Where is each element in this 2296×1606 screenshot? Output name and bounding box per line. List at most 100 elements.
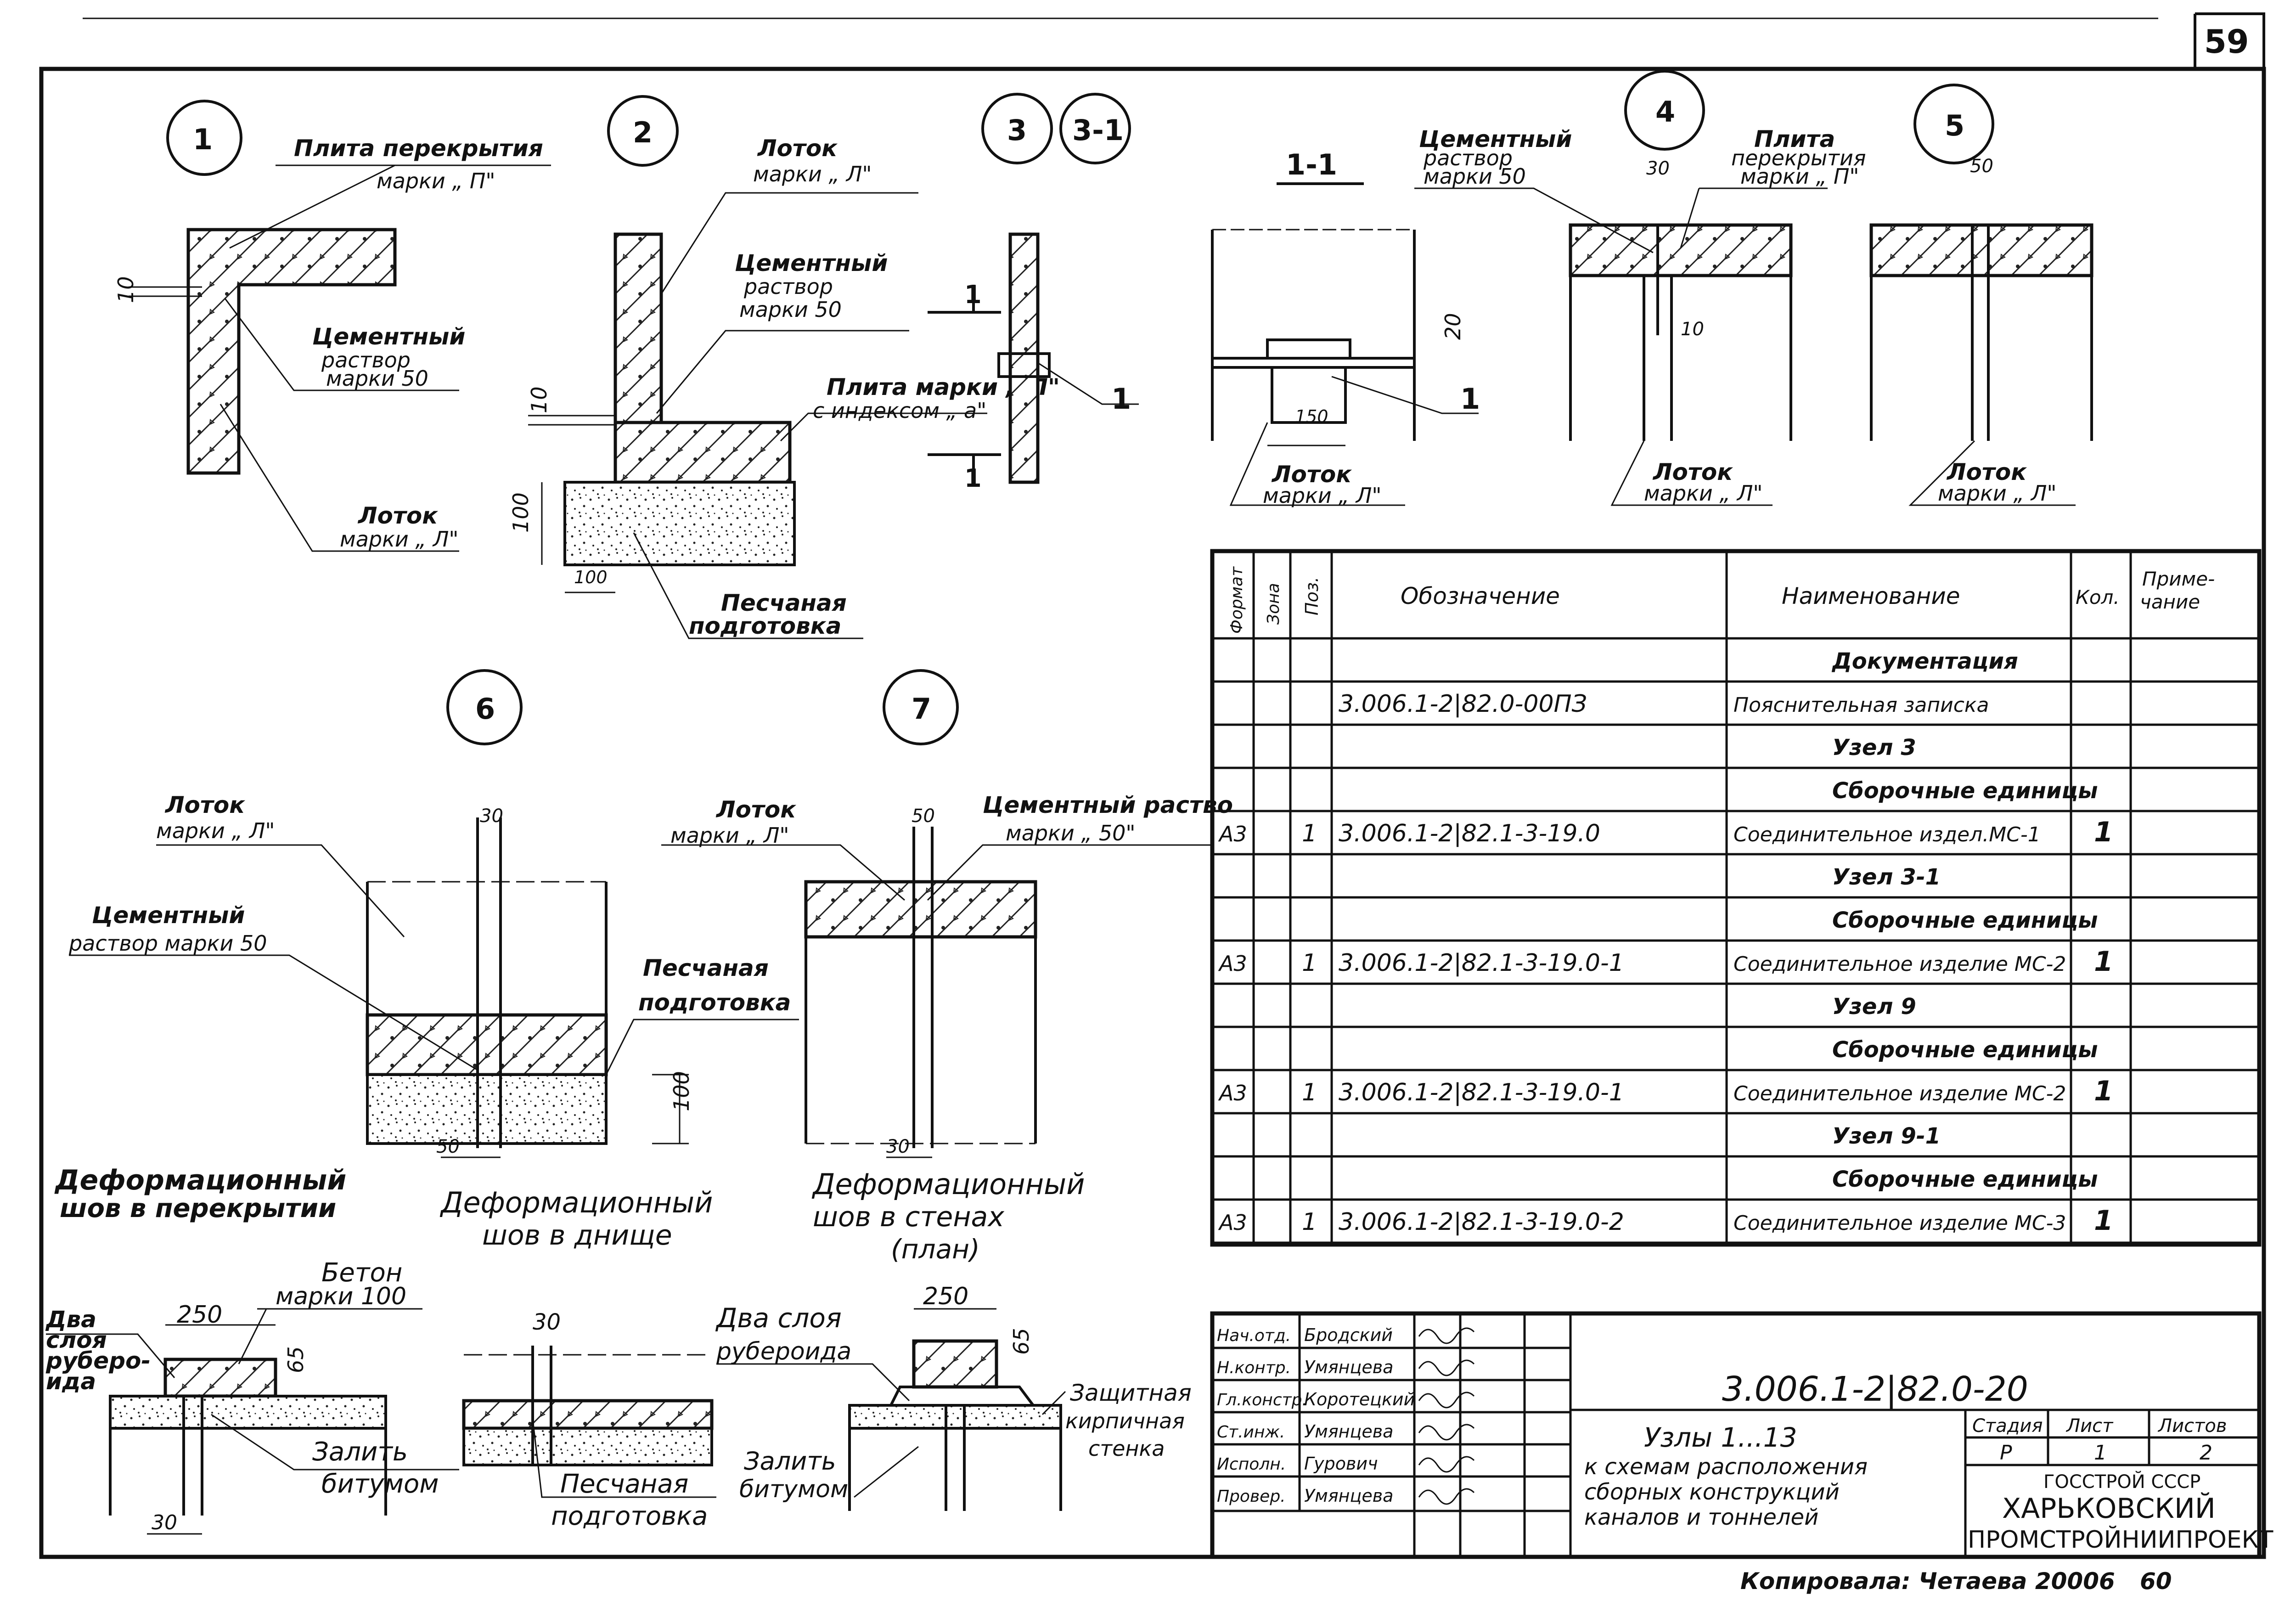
node-7-number: 7: [912, 692, 931, 726]
spec-header-format: Формат: [1227, 566, 1246, 634]
caption-1-line-0: Деформационный: [54, 1164, 346, 1196]
caption-1-line-1: шов в перекрытии: [60, 1194, 336, 1223]
n2-dim-1: 100: [508, 492, 533, 533]
spec-cell-code: 3.006.1-2|82.1-3-19.0-2: [1339, 1208, 1624, 1236]
node-1-number: 1: [193, 123, 213, 156]
caption-2-line-0: Деформационный: [439, 1186, 713, 1219]
spec-cell-heading: Сборочные единицы: [1832, 1166, 2098, 1192]
spec-header-pos: Поз.: [1302, 577, 1322, 615]
spec-cell-qty: 1: [2094, 946, 2113, 978]
b3-label-3: битумом: [739, 1476, 848, 1503]
n2-section-top: 1: [964, 280, 982, 309]
n2-section-bottom: 1: [964, 464, 982, 493]
stamp-person-name: Гурович: [1304, 1454, 1378, 1474]
node-3-number: 3: [1007, 113, 1027, 147]
node-5-number: 5: [1945, 109, 1964, 142]
spec-cell-heading: Документация: [1831, 648, 2018, 674]
n6-dim-2: 100: [669, 1071, 694, 1111]
stamp-role: Н.контр.: [1217, 1358, 1291, 1377]
n1-label-2: Цементный: [312, 323, 465, 350]
b1-label-1: марки 100: [276, 1283, 406, 1310]
spec-headers: Формат Зона Поз. Обозначение Наименовани…: [1227, 566, 2215, 634]
node-3: 3 3-1 1: [981, 93, 1139, 484]
n7-label-2: Цементный раство: [983, 792, 1233, 818]
n3-label-0: 1: [1111, 382, 1131, 416]
spec-header-code: Обозначение: [1401, 583, 1560, 609]
n5-dim-0: 50: [1970, 156, 1993, 177]
spec-cell-code: 3.006.1-2|82.1-3-19.0: [1339, 820, 1600, 847]
stamp-sheets: 2: [2200, 1441, 2212, 1465]
n2-label-2: Цементный: [735, 250, 888, 276]
spec-cell-pos: 1: [1302, 1208, 1317, 1236]
node-7: 7 50 Лоток марки „ Л" Цементный раство м…: [661, 669, 1233, 1158]
s11-dim-0: 20: [1441, 313, 1465, 340]
stamp-role: Провер.: [1217, 1487, 1286, 1506]
signature-icon: [1418, 1424, 1475, 1441]
node-1: 1 Плита перекрытия марки „ П" 10 Цементн…: [113, 100, 551, 552]
n6-dim-1: 50: [436, 1136, 460, 1157]
stamp-person-name: Умянцева: [1304, 1357, 1393, 1377]
b1-label-4: руберо-: [45, 1347, 151, 1374]
spec-cell-qty: 1: [2094, 1205, 2113, 1237]
n2-label-0: Лоток: [757, 135, 838, 162]
spec-header-note-1: Приме-: [2142, 568, 2215, 590]
spec-header-name: Наименование: [1782, 583, 1960, 609]
b1-label-0: Бетон: [321, 1258, 402, 1288]
s11-title: 1-1: [1286, 148, 1337, 181]
b1-dim-1: 65: [283, 1346, 308, 1373]
n4-label-3: Плита: [1754, 126, 1835, 152]
n6-dim-0: 30: [480, 806, 503, 827]
n6-label-1: марки „ Л": [156, 818, 275, 843]
n6-label-3: раствор марки 50: [68, 931, 267, 956]
b1-label-2: Два: [45, 1306, 96, 1333]
section-1-1: 1-1 150 20 1 Лоток марки „ Л": [1211, 148, 1480, 508]
stamp-role: Нач.отд.: [1217, 1326, 1291, 1345]
node-4: 4 Цементный раствор марки 50 Плита перек…: [1414, 70, 1866, 506]
spec-header-qty: Кол.: [2076, 586, 2120, 609]
n2-label-8: подготовка: [689, 613, 841, 639]
signature-icon: [1418, 1392, 1475, 1409]
spec-cell-heading: Узел 3: [1832, 735, 1916, 761]
signature-icon: [1418, 1456, 1475, 1473]
stamp-org-2: ПРОМСТРОЙНИИПРОЕКТ: [1968, 1526, 2273, 1554]
spec-cell-name: Соединительное издел.МС-1: [1733, 823, 2041, 846]
signature-icon: [1418, 1327, 1475, 1344]
spec-cell-format: А3: [1218, 951, 1247, 976]
n2-label-1: марки „ Л": [753, 162, 872, 186]
b1-label-3: слоя: [46, 1327, 107, 1353]
n1-label-3: раствор: [321, 348, 411, 372]
spec-cell-heading: Сборочные единицы: [1832, 907, 2098, 933]
stamp-role: Ст.инж.: [1217, 1423, 1285, 1442]
signature-icon: [1418, 1488, 1475, 1505]
stamp-title-0: Узлы 1...13: [1644, 1422, 1797, 1453]
stamp-sheet-header: Лист: [2065, 1415, 2114, 1437]
b1-dim-2: 30: [152, 1511, 177, 1534]
b2-dim-0: 30: [533, 1309, 561, 1335]
node-4-number: 4: [1655, 95, 1675, 129]
bottom-detail-3: 250 65 Два слоя рубероида Залить битумом…: [715, 1283, 1192, 1511]
n6-label-0: Лоток: [164, 792, 245, 818]
b2-label-1: подготовка: [551, 1501, 708, 1531]
spec-cell-heading: Узел 9: [1832, 994, 1916, 1020]
bottom-detail-2: 30 Песчаная подготовка: [462, 1309, 716, 1531]
stamp-person-name: Умянцева: [1304, 1421, 1393, 1442]
n2-label-3: раствор: [743, 274, 833, 299]
stamp-role: Гл.констр.: [1217, 1391, 1307, 1409]
b3-label-2: Залить: [744, 1447, 836, 1476]
spec-header-note-2: чание: [2140, 591, 2200, 613]
node-2-number: 2: [633, 116, 653, 149]
stamp-org-1: ХАРЬКОВСКИЙ: [2002, 1492, 2216, 1525]
spec-header-zone: Зона: [1264, 583, 1283, 625]
n1-label-5: Лоток: [357, 502, 438, 529]
s11-dim-1: 150: [1295, 406, 1328, 427]
bottom-detail-1: 250 65 Бетон марки 100 Два слоя руберо- …: [45, 1258, 459, 1535]
spec-cell-format: А3: [1218, 1081, 1247, 1105]
stamp-person-name: Бродский: [1304, 1325, 1393, 1345]
b1-label-7: битумом: [321, 1469, 439, 1499]
n4-dim-0: 30: [1646, 158, 1670, 179]
n1-dim-0: 10: [113, 276, 138, 303]
spec-cell-code: 3.006.1-2|82.1-3-19.0-1: [1339, 949, 1624, 977]
spec-cell-heading: Узел 9-1: [1832, 1123, 1941, 1149]
sheet-number: 59: [2204, 23, 2249, 61]
caption-3-line-0: Деформационный: [811, 1167, 1085, 1201]
